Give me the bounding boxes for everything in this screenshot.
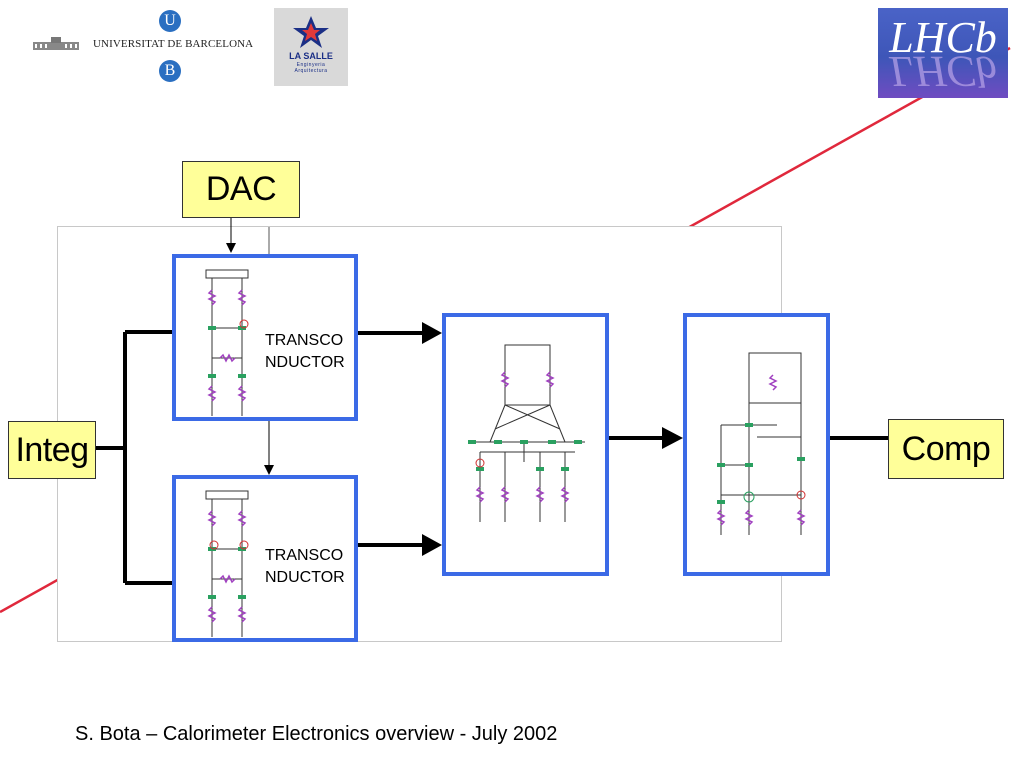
lhcb-logo: LHCb LHCb — [878, 8, 1008, 98]
transconductor-label-top: TRANSCO NDUCTOR — [265, 332, 345, 371]
transconductor-schematic-top — [205, 269, 249, 416]
combiner-schematic — [468, 344, 585, 522]
transconductor-block-top: TRANSCO NDUCTOR — [172, 254, 358, 421]
footer-caption: S. Bota – Calorimeter Electronics overvi… — [75, 723, 558, 745]
ub-letter-u: U — [159, 10, 181, 32]
star-icon — [293, 16, 329, 48]
lasalle-subtitle-2: Arquitectura — [294, 68, 328, 74]
comparator-block — [683, 313, 830, 576]
transconductor-label-bottom: TRANSCO NDUCTOR — [265, 547, 345, 586]
combiner-block — [442, 313, 609, 576]
ub-letter-b: B — [159, 60, 181, 82]
comparator-schematic — [716, 352, 806, 535]
transconductor-schematic-bottom — [205, 490, 249, 637]
transconductor-block-bottom: TRANSCO NDUCTOR — [172, 475, 358, 642]
integ-box: Integ — [8, 421, 96, 479]
dac-box: DAC — [182, 161, 300, 218]
university-name: UNIVERSITAT DE BARCELONA — [93, 38, 254, 50]
comp-box: Comp — [888, 419, 1004, 479]
lasalle-name: LA SALLE — [289, 51, 333, 61]
lhcb-logo-text: LHCb — [889, 13, 997, 62]
building-icon — [33, 37, 79, 50]
lasalle-subtitle-1: Enginyeria — [296, 62, 326, 68]
